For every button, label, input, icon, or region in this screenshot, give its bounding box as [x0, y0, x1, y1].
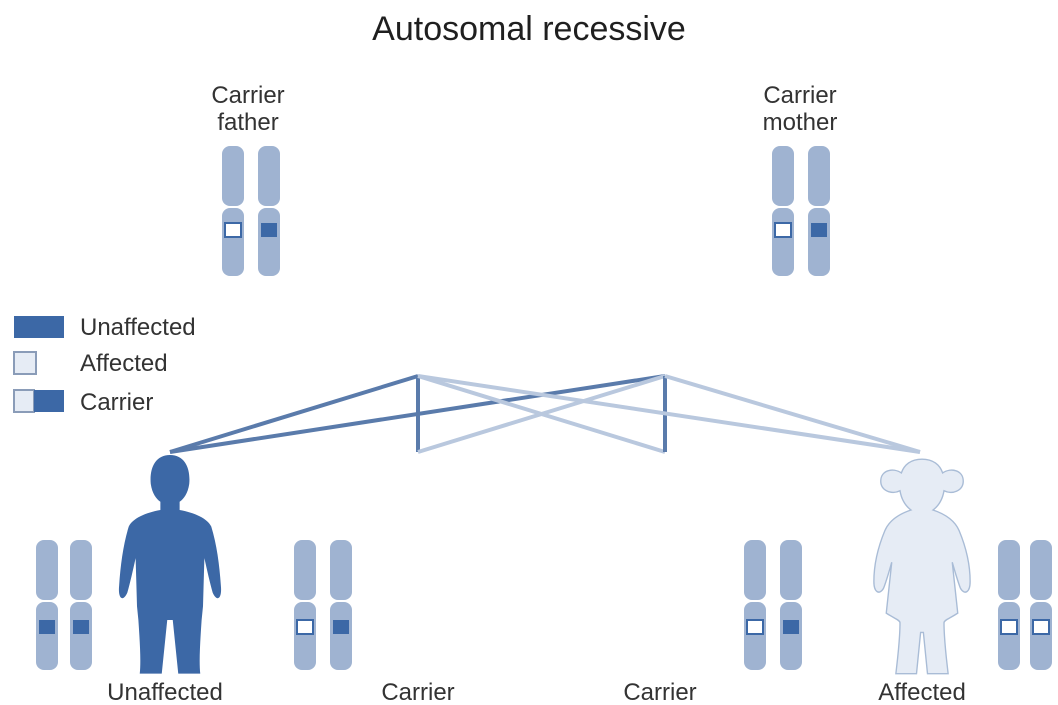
mother-figure [597, 62, 734, 372]
father-figure [334, 62, 502, 372]
child1-figure [119, 455, 221, 674]
legend: Unaffected Affected Carrier [14, 314, 196, 416]
legend-label-carrier: Carrier [80, 389, 153, 416]
legend-swatch-affected [14, 352, 36, 374]
child1-chromosomes [36, 540, 92, 670]
legend-swatch-unaffected [14, 316, 64, 338]
father-allele-recessive [225, 223, 241, 237]
child4-allele-2 [1033, 620, 1049, 634]
child3-allele-2 [783, 620, 799, 634]
diagram-title: Autosomal recessive [372, 10, 686, 48]
mother-label-line2: mother [763, 109, 838, 136]
legend-label-affected: Affected [80, 350, 168, 377]
mother-chromosomes [772, 146, 830, 276]
father-allele-dominant [261, 223, 277, 237]
child3-allele-1 [747, 620, 763, 634]
child2-chromosomes [294, 540, 352, 670]
child2-figure [382, 459, 478, 674]
child4-figure [874, 459, 970, 674]
line-mother-child4 [665, 376, 920, 452]
child1-allele-2 [73, 620, 89, 634]
mother-allele-dominant [811, 223, 827, 237]
mother-label-line1: Carrier [763, 82, 836, 109]
father-chromosomes [222, 146, 280, 276]
legend-swatch-carrier-light [14, 390, 34, 412]
child1-label: Unaffected [107, 679, 223, 705]
child4-allele-1 [1001, 620, 1017, 634]
inheritance-lines [170, 376, 920, 452]
legend-swatch-carrier-dark [34, 390, 64, 412]
child3-figure [616, 455, 718, 674]
child2-allele-1 [297, 620, 313, 634]
mother-allele-recessive [775, 223, 791, 237]
father-label-line1: Carrier [211, 82, 284, 109]
child4-label: Affected [878, 679, 966, 705]
child2-allele-2 [333, 620, 349, 634]
legend-label-unaffected: Unaffected [80, 314, 196, 341]
child4-chromosomes [998, 540, 1052, 670]
child3-label: Carrier [623, 679, 696, 705]
line-father-child1 [170, 376, 418, 452]
child1-allele-1 [39, 620, 55, 634]
father-label-line2: father [217, 109, 278, 136]
child2-label: Carrier [381, 679, 454, 705]
line-father-child4 [418, 376, 920, 452]
child3-chromosomes [744, 540, 802, 670]
